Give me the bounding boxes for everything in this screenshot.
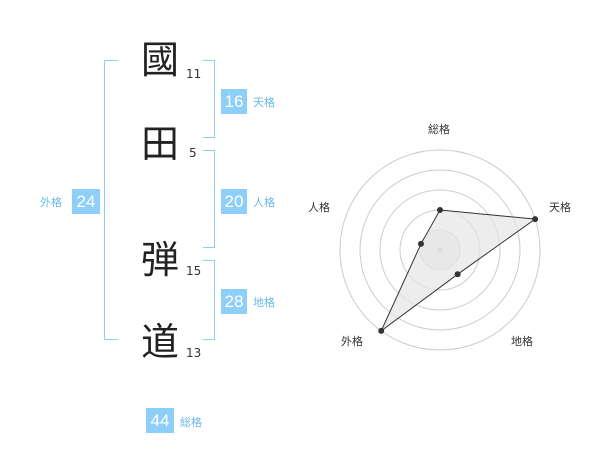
tenkaku-bracket: [203, 60, 215, 138]
radar-axis-label-tenkaku: 天格: [549, 201, 571, 214]
stroke-count-3: 15: [186, 264, 202, 278]
radar-value-polygon: [380, 209, 537, 332]
radar-axis-label-soukaku: 総格: [428, 123, 450, 136]
stroke-count-1: 11: [186, 67, 202, 81]
soukaku-value-badge: 44: [146, 408, 174, 433]
stroke-count-2: 5: [189, 146, 197, 160]
radar-point-3: [454, 271, 461, 278]
chikaku-value-badge: 28: [221, 289, 247, 314]
radar-point-4: [378, 327, 385, 334]
radar-points: [378, 207, 539, 334]
tenkaku-value-badge: 16: [221, 89, 247, 114]
stroke-count-4: 13: [186, 346, 202, 360]
jinkaku-value-badge: 20: [221, 189, 247, 214]
radar-point-2: [532, 216, 539, 223]
gaikaku-bracket: [104, 60, 118, 340]
soukaku-label: 総格: [180, 416, 202, 429]
jinkaku-bracket: [203, 150, 215, 248]
chikaku-label: 地格: [253, 296, 275, 309]
tenkaku-label: 天格: [253, 96, 275, 109]
radar-ring-4: [359, 169, 521, 331]
name-char-3: 弾: [140, 238, 179, 282]
jinkaku-label: 人格: [253, 196, 275, 209]
radar-axis-label-jinkaku: 人格: [308, 201, 330, 214]
name-char-1: 國: [140, 38, 179, 82]
name-char-2: 田: [140, 122, 179, 166]
radar-axis-label-gaikaku: 外格: [341, 335, 363, 348]
radar-point-1: [437, 207, 443, 213]
radar-axis-label-chikaku: 地格: [511, 335, 533, 348]
chikaku-bracket: [203, 260, 215, 340]
name-char-4: 道: [140, 320, 179, 364]
radar-ring-5: [339, 149, 541, 351]
gaikaku-label: 外格: [40, 196, 62, 209]
gaikaku-value-badge: 24: [72, 189, 100, 214]
radar-ring-3: [379, 189, 501, 311]
radar-point-5: [417, 240, 424, 247]
